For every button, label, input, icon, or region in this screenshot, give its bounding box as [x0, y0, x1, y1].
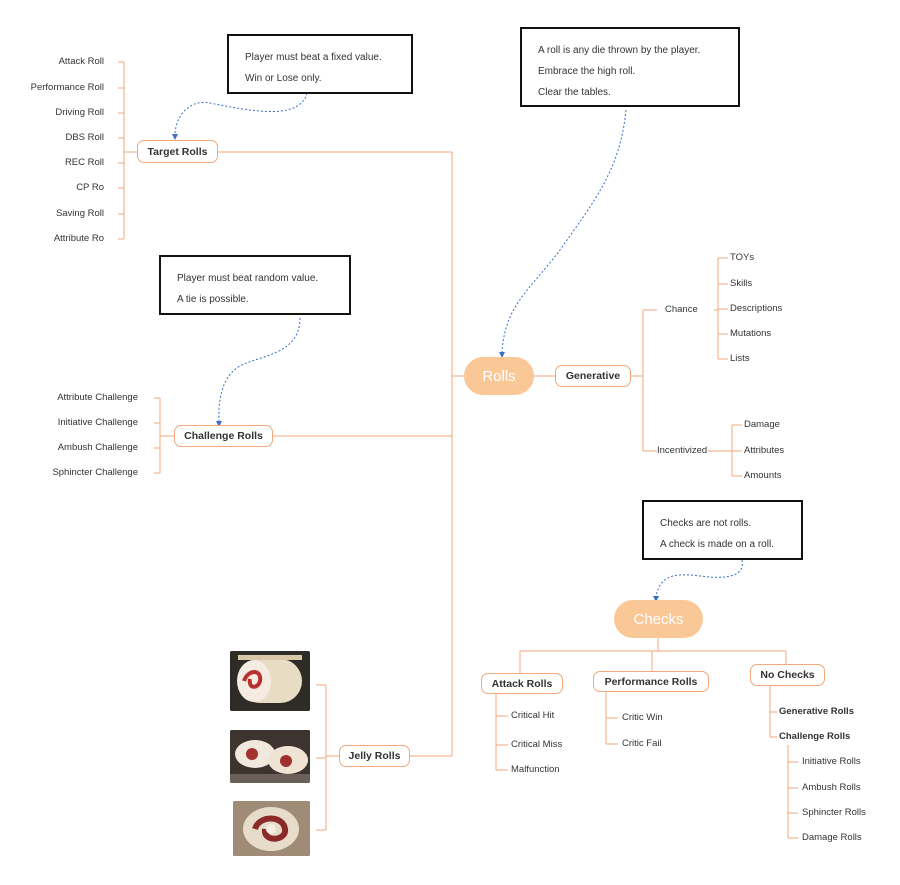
target-roll-item[interactable]: REC Roll — [64, 157, 104, 168]
attack-roll-item[interactable]: Critical Miss — [511, 739, 563, 750]
chance-item[interactable]: Skills — [730, 278, 753, 289]
incentivized-item[interactable]: Attributes — [744, 445, 785, 456]
target-roll-item[interactable]: DBS Roll — [65, 132, 104, 143]
challenge-roll-item[interactable]: Ambush Challenge — [57, 442, 138, 453]
challenge-roll-item[interactable]: Initiative Challenge — [57, 417, 138, 428]
no-checks-item[interactable]: Generative Rolls — [779, 706, 854, 717]
generative-chance[interactable]: Chance — [665, 304, 698, 315]
note-line: A tie is possible. — [177, 294, 249, 305]
note-challenge-rolls: Player must beat random value. A tie is … — [159, 255, 351, 315]
node-no-checks[interactable]: No Checks — [750, 664, 825, 686]
jelly-roll-image-icon — [230, 651, 310, 711]
node-attack-rolls[interactable]: Attack Rolls — [481, 673, 563, 694]
attack-roll-item[interactable]: Critical Hit — [511, 710, 555, 721]
challenge-roll-item[interactable]: Attribute Challenge — [57, 392, 138, 403]
note-line: Player must beat a fixed value. — [245, 52, 382, 63]
chance-item[interactable]: Mutations — [730, 328, 772, 339]
note-line: Player must beat random value. — [177, 273, 319, 284]
chance-item[interactable]: TOYs — [730, 252, 755, 263]
jelly-roll-photo — [233, 801, 310, 856]
target-roll-item[interactable]: Attribute Ro — [53, 233, 104, 244]
target-roll-item[interactable]: Driving Roll — [55, 107, 104, 118]
node-performance-rolls[interactable]: Performance Rolls — [593, 671, 709, 692]
note-rolls: A roll is any die thrown by the player. … — [520, 27, 740, 107]
jelly-roll-photo — [230, 651, 310, 711]
incentivized-item[interactable]: Damage — [744, 419, 780, 430]
no-checks-challenge-item[interactable]: Initiative Rolls — [802, 756, 861, 767]
target-roll-item[interactable]: Attack Roll — [58, 56, 104, 67]
node-generative[interactable]: Generative — [555, 365, 631, 387]
central-topic-checks[interactable]: Checks — [614, 600, 703, 638]
challenge-roll-item[interactable]: Sphincter Challenge — [52, 467, 138, 478]
incentivized-item[interactable]: Amounts — [744, 470, 782, 481]
no-checks-challenge-item[interactable]: Ambush Rolls — [802, 782, 861, 793]
performance-roll-item[interactable]: Critic Win — [622, 712, 663, 723]
node-target-rolls[interactable]: Target Rolls — [137, 140, 218, 163]
no-checks-challenge-item[interactable]: Sphincter Rolls — [802, 807, 866, 818]
target-roll-item[interactable]: Performance Roll — [30, 82, 104, 93]
performance-roll-item[interactable]: Critic Fail — [622, 738, 662, 749]
jelly-roll-image-icon — [230, 730, 310, 783]
jelly-roll-image-icon — [233, 801, 310, 856]
note-checks: Checks are not rolls. A check is made on… — [642, 500, 803, 560]
chance-item[interactable]: Lists — [730, 353, 750, 364]
no-checks-challenge-item[interactable]: Damage Rolls — [802, 832, 862, 843]
note-target-rolls: Player must beat a fixed value. Win or L… — [227, 34, 413, 94]
generative-incentivized[interactable]: Incentivized — [657, 445, 708, 456]
note-line: A check is made on a roll. — [660, 539, 774, 550]
note-line: Clear the tables. — [538, 87, 611, 98]
note-line: Embrace the high roll. — [538, 66, 636, 77]
central-topic-rolls[interactable]: Rolls — [464, 357, 534, 395]
jelly-roll-photo — [230, 730, 310, 783]
node-jelly-rolls[interactable]: Jelly Rolls — [339, 745, 410, 767]
target-roll-item[interactable]: Saving Roll — [55, 208, 104, 219]
note-line: Checks are not rolls. — [660, 518, 752, 529]
node-challenge-rolls[interactable]: Challenge Rolls — [174, 425, 273, 447]
note-line: A roll is any die thrown by the player. — [538, 45, 701, 56]
attack-roll-item[interactable]: Malfunction — [511, 764, 560, 775]
chance-item[interactable]: Descriptions — [730, 303, 783, 314]
no-checks-item[interactable]: Challenge Rolls — [779, 731, 851, 742]
target-roll-item[interactable]: CP Ro — [76, 182, 104, 193]
note-line: Win or Lose only. — [245, 73, 322, 84]
